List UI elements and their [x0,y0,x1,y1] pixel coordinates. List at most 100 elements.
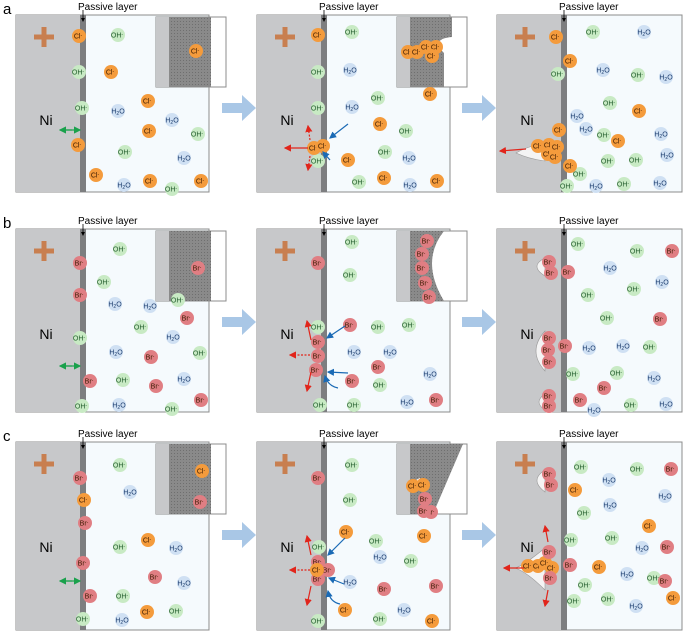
h2o-bubble [165,113,179,127]
oh-label: OH- [72,69,85,77]
oh-ion: OH- [73,331,87,345]
plus-icon [515,241,535,261]
inset-metal [156,231,169,301]
br-label: Br- [379,586,388,594]
h2o-label: H2O [343,68,357,77]
cl-label: Cl- [106,69,115,77]
h2o-bubble [423,367,437,381]
h2o-label: H2O [587,408,601,417]
oh-bubble [566,367,580,381]
h2o-ion: H2O [343,575,357,589]
br-ion: Br- [148,570,162,584]
h2o-ion: H2O [115,613,129,627]
h2o-ion: H2O [383,345,397,359]
red-arrow [304,585,312,607]
br-bubble [73,288,87,302]
oh-label: OH- [551,71,564,79]
br-bubble [542,399,556,413]
oh-ion: OH- [378,145,392,159]
cl-bubble [430,174,444,188]
cl-ion: Cl- [531,139,545,153]
br-bubble [542,355,556,369]
oh-label: OH- [630,248,643,256]
br-ion: Br- [180,311,194,325]
oh-ion: OH- [586,25,600,39]
h2o-label: H2O [166,335,180,344]
cl-ion: Cl- [189,44,203,58]
oh-label: OH- [165,186,178,194]
oh-bubble [578,578,592,592]
cl-ion: Cl- [195,464,209,478]
h2o-bubble [383,345,397,359]
h2o-bubble [635,541,649,555]
blue-arrow [325,589,341,605]
oh-bubble [581,288,595,302]
cl-bubble [642,519,656,533]
oh-bubble [311,320,325,334]
oh-label: OH- [118,149,131,157]
br-ion: Br- [653,312,667,326]
h2o-bubble [115,613,129,627]
br-ion: Br- [144,350,158,364]
oh-bubble [313,398,327,412]
br-label: Br- [666,466,675,474]
oh-ion: OH- [603,96,617,110]
cl-label: Cl- [343,157,352,165]
h2o-ion: H2O [165,113,179,127]
oh-ion: OH- [347,398,361,412]
cl-bubble [89,168,103,182]
oh-ion: OH- [343,268,357,282]
red-arrow [304,319,312,341]
panel-b3: Passive layerNiBr-Br-Br-Br-Br-Br-Br-Br-O… [496,216,683,417]
oh-label: OH- [75,105,88,113]
cl-ion: Cl- [430,174,444,188]
br-label: Br- [417,265,426,273]
oh-label: OH- [345,239,358,247]
passive-film [321,15,327,192]
cl-label: Cl- [340,607,349,615]
h2o-label: H2O [177,156,191,165]
oh-label: OH- [581,292,594,300]
oh-ion: OH- [311,614,325,628]
oh-bubble [347,398,361,412]
br-bubble [76,556,90,570]
oh-label: OH- [600,315,613,323]
br-bubble [542,545,556,559]
br-label: Br- [544,549,553,557]
oh-bubble [169,604,183,618]
oh-ion: OH- [116,373,130,387]
oh-bubble [311,65,325,79]
h2o-ion: H2O [402,151,416,165]
blue-arrow [326,368,349,376]
oh-label: OH- [345,29,358,37]
br-label: Br- [347,378,356,386]
ni-substrate [257,229,321,412]
h2o-label: H2O [143,304,157,313]
h2o-bubble [177,372,191,386]
oh-bubble [312,540,326,554]
cl-bubble [142,124,156,138]
br-bubble [180,311,194,325]
h2o-bubble [654,127,668,141]
cl-ion: Cl- [140,605,154,619]
br-label: Br- [545,575,554,583]
h2o-ion: H2O [177,576,191,590]
br-ion: Br- [542,355,556,369]
br-label: Br- [85,378,94,386]
br-ion: Br- [193,495,207,509]
br-bubble [664,462,678,476]
br-label: Br- [373,364,382,372]
br-bubble [418,276,432,290]
h2o-bubble [629,599,643,613]
oh-bubble [629,153,643,167]
oh-bubble [369,534,383,548]
plus-icon [34,454,54,474]
br-ion: Br- [149,379,163,393]
oh-ion: OH- [551,67,565,81]
br-ion: Br- [422,290,436,304]
oh-label: OH- [399,128,412,136]
br-label: Br- [544,359,553,367]
inset-zoom [155,230,227,302]
cl-ion: Cl- [71,138,85,152]
h2o-label: H2O [343,580,357,589]
